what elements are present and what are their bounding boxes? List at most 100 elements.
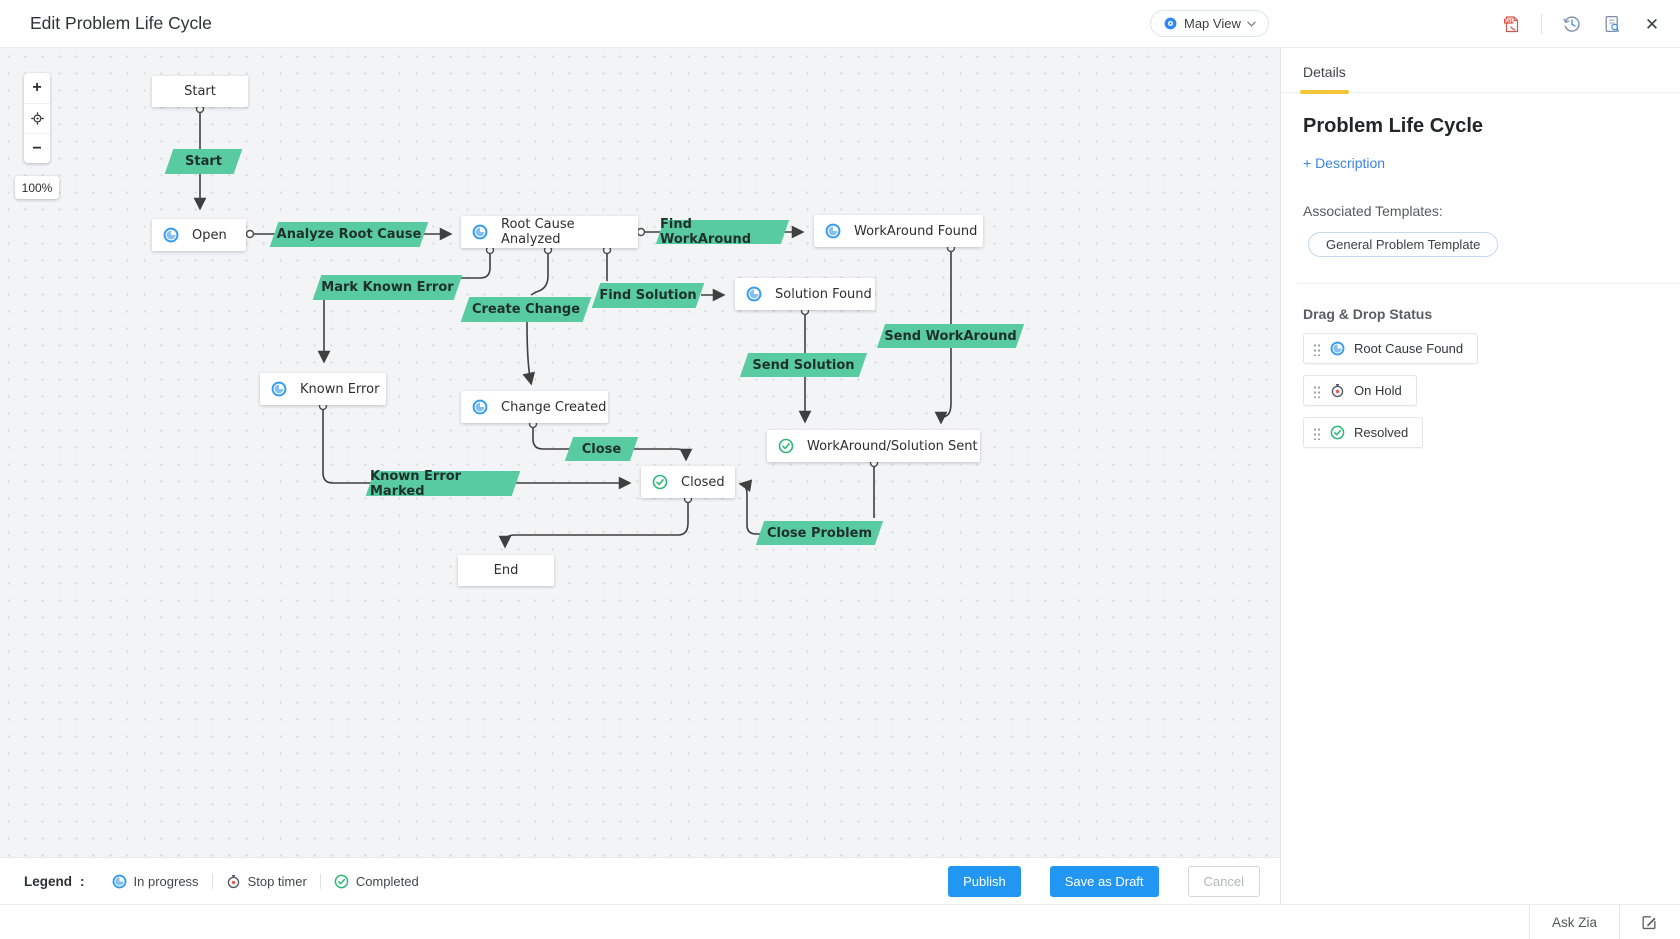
zoom-out-button[interactable]: − [24, 133, 50, 163]
in-progress-icon [163, 227, 179, 243]
transition-send-solution[interactable]: Send Solution [744, 353, 863, 377]
node-label: Solution Found [775, 286, 872, 302]
node-workaround-found[interactable]: WorkAround Found [814, 215, 983, 247]
connector-rca-right[interactable] [636, 227, 646, 237]
zoom-level: 100% [15, 176, 59, 199]
transition-find-solution[interactable]: Find Solution [596, 283, 700, 308]
node-label: Open [192, 227, 227, 243]
view-selector-label: Map View [1184, 16, 1241, 31]
edge-known-error-closed[interactable] [322, 410, 632, 490]
in-progress-icon [472, 399, 488, 415]
header-toolbar: PDF ✕ [1501, 0, 1662, 48]
transition-start[interactable]: Start [169, 149, 238, 174]
transition-create-change[interactable]: Create Change [465, 297, 587, 322]
drag-handle-icon[interactable] [1313, 383, 1321, 398]
edge-create-change-change-created[interactable] [522, 321, 536, 386]
node-known-error[interactable]: Known Error [260, 373, 386, 405]
legend-item-completed: Completed [319, 873, 432, 889]
edge-workaround-found-wss[interactable] [934, 252, 952, 425]
drag-handle-icon[interactable] [1313, 341, 1321, 356]
node-closed[interactable]: Closed [641, 466, 735, 498]
drag-drop-status-label: Drag & Drop Status [1303, 306, 1433, 322]
node-label: Closed [681, 474, 725, 490]
panel-tabs: Details [1281, 48, 1680, 94]
status-label: On Hold [1354, 383, 1402, 398]
history-icon[interactable] [1562, 14, 1582, 34]
export-pdf-icon[interactable]: PDF [1501, 14, 1521, 34]
zoom-in-button[interactable]: + [32, 79, 42, 96]
node-start[interactable]: Start [152, 76, 248, 107]
view-selector[interactable]: Map View [1150, 10, 1269, 37]
status-item-resolved[interactable]: Resolved [1303, 417, 1424, 448]
zoom-controls: + − [24, 73, 50, 163]
in-progress-icon [112, 874, 127, 889]
header: Edit Problem Life Cycle Map View PDF ✕ [0, 0, 1680, 48]
node-label: WorkAround/Solution Sent [807, 438, 978, 454]
edge-closed-end[interactable] [498, 503, 689, 549]
chevron-down-icon [1247, 21, 1256, 27]
in-progress-icon [1330, 341, 1345, 356]
close-icon[interactable]: ✕ [1644, 14, 1660, 34]
edge-close-problem-closed[interactable] [738, 479, 760, 535]
node-solution-found[interactable]: Solution Found [735, 278, 875, 310]
status-label: Root Cause Found [1354, 341, 1464, 356]
add-description-link[interactable]: + Description [1303, 155, 1386, 171]
transition-send-workaround[interactable]: Send WorkAround [881, 324, 1020, 348]
legend: Legend : In progress Stop timer Complete… [24, 873, 432, 889]
tab-details[interactable]: Details [1300, 64, 1349, 94]
node-workaround-solution-sent[interactable]: WorkAround/Solution Sent [767, 430, 980, 462]
completed-icon [778, 438, 794, 454]
preview-document-icon[interactable] [1602, 14, 1622, 34]
feedback-compose-icon[interactable] [1640, 913, 1658, 931]
transition-find-workaround[interactable]: Find WorkAround [660, 217, 785, 247]
status-item-root-cause-found[interactable]: Root Cause Found [1303, 333, 1479, 364]
canvas-column: Start Open Root Cause Analyzed WorkAroun… [0, 48, 1280, 904]
save-as-draft-button[interactable]: Save as Draft [1049, 865, 1159, 897]
node-label: WorkAround Found [854, 223, 978, 239]
transition-close-problem[interactable]: Close Problem [760, 521, 879, 545]
node-end[interactable]: End [458, 555, 554, 586]
transition-close[interactable]: Close [569, 437, 634, 461]
workflow-canvas[interactable]: Start Open Root Cause Analyzed WorkAroun… [0, 48, 1280, 857]
fit-to-screen-button[interactable] [24, 103, 50, 133]
legend-item-stop-timer: Stop timer [211, 873, 320, 889]
in-progress-icon [825, 223, 841, 239]
footer-divider [1619, 904, 1620, 939]
edge-rca-mark-known-error[interactable] [460, 254, 491, 279]
page-title: Edit Problem Life Cycle [30, 13, 212, 33]
drag-handle-icon[interactable] [1313, 425, 1321, 440]
transition-mark-known-error[interactable]: Mark Known Error [317, 275, 458, 300]
edge-rca-create-change[interactable] [530, 254, 549, 296]
legend-bar: Legend : In progress Stop timer Complete… [0, 857, 1280, 904]
divider [1297, 283, 1680, 284]
template-chip[interactable]: General Problem Template [1308, 232, 1499, 257]
associated-templates-label: Associated Templates: [1303, 203, 1443, 219]
cancel-button[interactable]: Cancel [1187, 865, 1260, 897]
completed-icon [334, 874, 349, 889]
stop-timer-icon [226, 874, 241, 889]
node-open[interactable]: Open [152, 219, 246, 251]
crosshair-icon [30, 112, 44, 125]
connector-open[interactable] [245, 229, 255, 239]
node-label: Start [184, 84, 216, 99]
lifecycle-title: Problem Life Cycle [1303, 115, 1484, 137]
transition-analyze-root-cause[interactable]: Analyze Root Cause [274, 222, 424, 247]
node-root-cause-analyzed[interactable]: Root Cause Analyzed [461, 216, 638, 248]
toolbar-divider [1541, 14, 1542, 34]
node-label: End [493, 563, 519, 578]
status-label: Resolved [1354, 425, 1409, 440]
map-view-eye-icon [1163, 16, 1178, 31]
svg-text:PDF: PDF [1505, 19, 1514, 24]
in-progress-icon [472, 224, 488, 240]
footer-divider [1528, 904, 1530, 939]
status-item-on-hold[interactable]: On Hold [1303, 375, 1417, 406]
in-progress-icon [746, 286, 762, 302]
node-change-created[interactable]: Change Created [461, 391, 608, 423]
footer-bar: Ask Zia [0, 904, 1680, 939]
action-buttons: Publish Save as Draft Cancel [948, 865, 1260, 897]
publish-button[interactable]: Publish [948, 865, 1021, 897]
transition-known-error-marked[interactable]: Known Error Marked [370, 469, 516, 499]
ask-zia-button[interactable]: Ask Zia [1551, 914, 1597, 930]
stop-timer-icon [1330, 383, 1345, 398]
